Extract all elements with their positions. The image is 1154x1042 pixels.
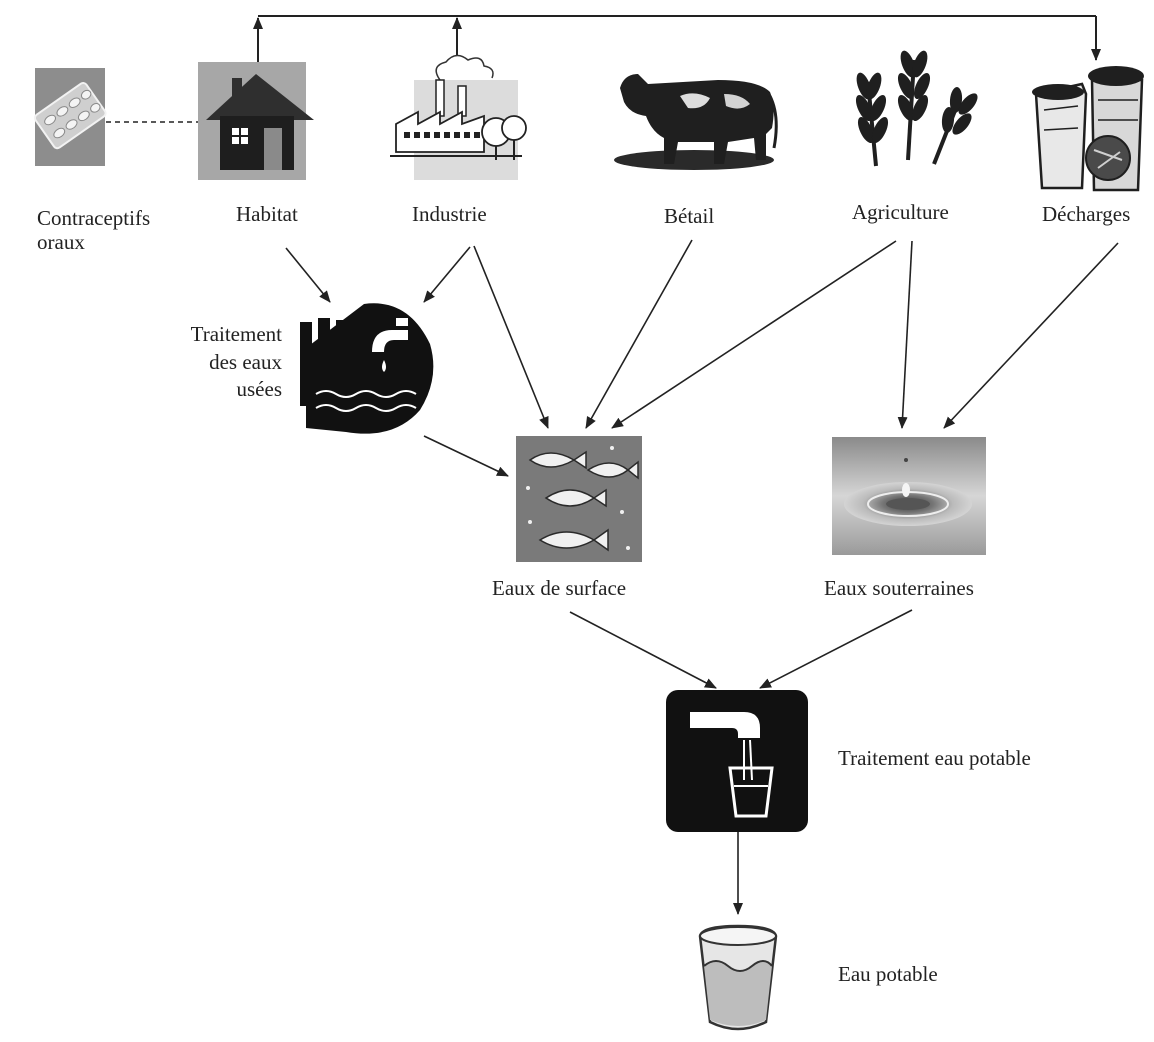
pill-pack-icon (33, 68, 107, 166)
label-drinking-treatment: Traitement eau potable (838, 746, 1031, 770)
fish-icon (516, 436, 642, 562)
label-agriculture: Agriculture (852, 200, 949, 224)
arrow-agriculture-surface (611, 240, 897, 429)
label-wastewater-line1: Traitement (190, 322, 282, 346)
arrow-habitat-wastewater (285, 247, 331, 303)
label-wastewater-line2: des eaux (209, 350, 282, 374)
factory-icon (390, 54, 527, 180)
arrow-industrie-surface (473, 245, 549, 429)
label-habitat: Habitat (236, 202, 298, 226)
flow-arrows (285, 239, 1119, 915)
label-groundwater: Eaux souterraines (824, 576, 974, 600)
trash-cans-icon (1032, 66, 1144, 192)
arrow-industrie-wastewater (423, 246, 471, 303)
label-betail: Bétail (664, 204, 715, 228)
arrow-betail-surface (585, 239, 693, 429)
label-industrie: Industrie (412, 202, 487, 226)
wheat-icon (855, 50, 978, 167)
label-potable-water: Eau potable (838, 962, 938, 986)
label-decharges: Décharges (1042, 202, 1131, 226)
arrow-surface-drinking (569, 611, 717, 689)
arrow-decharges-ground (943, 242, 1119, 429)
arrow-agriculture-ground (897, 240, 913, 429)
tap-glass-icon (666, 690, 808, 832)
top-connector (253, 15, 1101, 64)
arrow-ground-drinking (759, 609, 913, 689)
wastewater-plant-icon (300, 303, 434, 434)
arrow-wastewater-surface (423, 435, 509, 477)
house-icon (198, 62, 314, 180)
label-wastewater-line3: usées (236, 377, 283, 401)
water-glass-icon (698, 924, 778, 1031)
cow-icon (614, 74, 778, 170)
water-drop-icon (832, 437, 986, 555)
label-contraceptifs: Contraceptifs oraux (37, 206, 151, 254)
label-surface-water: Eaux de surface (492, 576, 627, 600)
